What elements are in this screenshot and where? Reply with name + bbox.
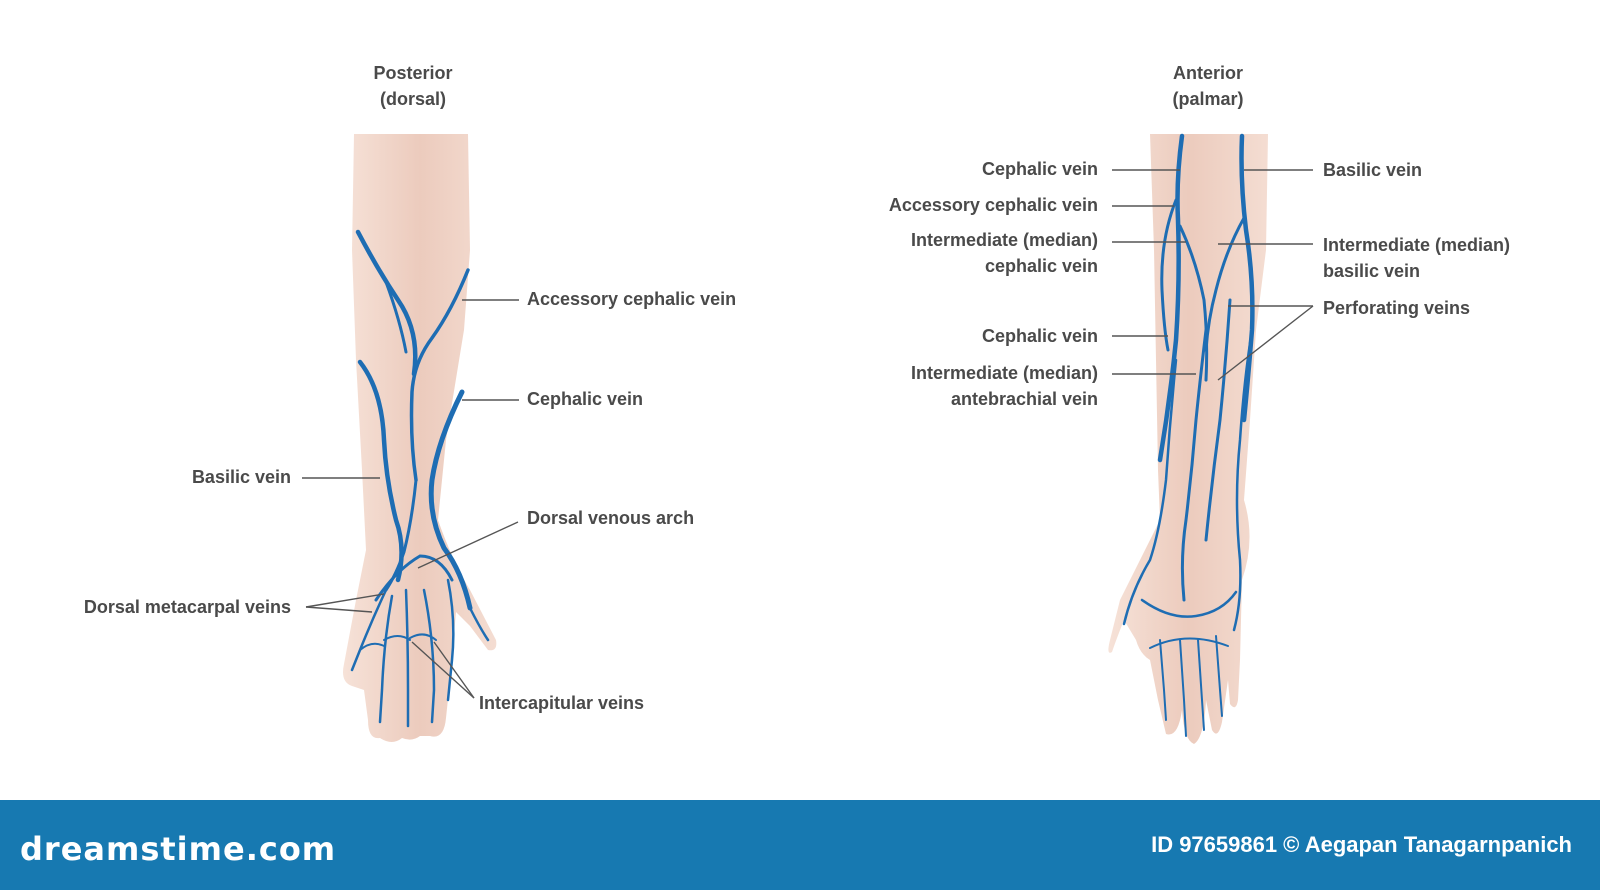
anterior-vein-4 bbox=[1232, 328, 1254, 632]
posterior-intercapitular-3 bbox=[409, 633, 437, 641]
leader-dorsal-venous-arch bbox=[417, 521, 519, 569]
anterior-title-main: Anterior bbox=[1172, 63, 1243, 83]
label-perforating: Perforating veins bbox=[1323, 298, 1471, 318]
posterior-arm bbox=[302, 134, 519, 742]
posterior-metacarpal-4 bbox=[422, 588, 436, 724]
anterior-arm-silhouette bbox=[1108, 134, 1268, 744]
label-anterior-intermediate-antebrachial-line2: antebrachial vein bbox=[950, 389, 1098, 409]
anterior-vein-5 bbox=[1122, 358, 1178, 626]
posterior-basilic-vein-lower bbox=[357, 359, 404, 583]
leader-dorsal-metacarpal-a bbox=[305, 593, 385, 608]
anterior-finger-3 bbox=[1197, 639, 1205, 731]
posterior-cephalic-vein bbox=[428, 389, 473, 611]
leader-dorsal-metacarpal-b bbox=[305, 606, 373, 613]
posterior-branch-1 bbox=[384, 280, 408, 354]
anterior-title: Anterior (palmar) bbox=[1148, 60, 1268, 112]
posterior-thumb-vein bbox=[468, 606, 490, 642]
posterior-metacarpal-2 bbox=[378, 594, 394, 724]
anterior-finger-2 bbox=[1179, 639, 1187, 737]
label-posterior-basilic: Basilic vein bbox=[191, 467, 291, 487]
posterior-title: Posterior (dorsal) bbox=[353, 60, 473, 112]
label-posterior-cephalic: Cephalic vein bbox=[527, 389, 644, 409]
label-anterior-intermediate-cephalic-line1: Intermediate (median) bbox=[910, 230, 1098, 250]
label-dorsal-metacarpal: Dorsal metacarpal veins bbox=[83, 597, 291, 617]
anterior-accessory-cephalic bbox=[1160, 198, 1178, 352]
label-anterior-intermediate-basilic-line2: basilic vein bbox=[1323, 261, 1421, 281]
label-anterior-intermediate-basilic-line1: Intermediate (median) bbox=[1323, 235, 1511, 255]
anterior-title-sub: (palmar) bbox=[1172, 89, 1244, 109]
posterior-arm-silhouette bbox=[343, 134, 497, 742]
label-intercapitular: Intercapitular veins bbox=[479, 693, 645, 713]
posterior-title-main: Posterior bbox=[373, 63, 453, 83]
anterior-vein-3 bbox=[1204, 298, 1232, 542]
posterior-intercapitular-2 bbox=[383, 635, 411, 641]
label-posterior-accessory-cephalic: Accessory cephalic vein bbox=[527, 289, 737, 309]
brand-logo[interactable]: dreamstime.com bbox=[20, 830, 337, 868]
label-anterior-intermediate-basilic: Intermediate (median) basilic vein bbox=[1323, 232, 1510, 284]
label-anterior-intermediate-cephalic-line2: cephalic vein bbox=[984, 256, 1098, 276]
posterior-dorsal-venous-arch bbox=[374, 554, 454, 602]
leader-perforating-b bbox=[1217, 305, 1314, 381]
posterior-title-sub: (dorsal) bbox=[379, 89, 446, 109]
label-anterior-intermediate-antebrachial: Intermediate (median) antebrachial vein bbox=[800, 360, 1098, 412]
anterior-finger-web bbox=[1149, 637, 1229, 649]
posterior-metacarpal-3 bbox=[404, 588, 410, 728]
image-credit: ID 97659861 © Aegapan Tanagarnpanich bbox=[1151, 832, 1572, 857]
label-anterior-intermediate-cephalic: Intermediate (median) cephalic vein bbox=[800, 227, 1098, 279]
leader-intercapitular-b bbox=[433, 641, 475, 699]
label-anterior-cephalic-top: Cephalic vein bbox=[981, 159, 1098, 179]
leader-intercapitular-a bbox=[411, 641, 475, 699]
label-anterior-accessory-cephalic: Accessory cephalic vein bbox=[888, 195, 1098, 215]
anterior-finger-4 bbox=[1215, 635, 1223, 717]
anterior-basilic-vein bbox=[1239, 133, 1255, 423]
label-anterior-cephalic-mid: Cephalic vein bbox=[981, 326, 1098, 346]
label-dorsal-venous-arch: Dorsal venous arch bbox=[527, 508, 695, 528]
anterior-intermediate-basilic bbox=[1204, 216, 1246, 352]
anterior-palm-arch bbox=[1140, 590, 1238, 618]
anterior-intermediate-antebrachial bbox=[1180, 328, 1208, 602]
label-anterior-intermediate-antebrachial-line1: Intermediate (median) bbox=[910, 363, 1098, 383]
footer-bar: dreamstime.com ID 97659861 © Aegapan Tan… bbox=[0, 800, 1600, 890]
anterior-intermediate-cephalic bbox=[1178, 224, 1209, 382]
vein-diagram bbox=[302, 133, 1314, 744]
posterior-metacarpal-5 bbox=[446, 578, 455, 702]
anterior-cephalic-vein bbox=[1157, 133, 1185, 463]
anterior-finger-1 bbox=[1159, 639, 1167, 721]
posterior-intercapitular-1 bbox=[359, 642, 385, 651]
label-anterior-basilic: Basilic vein bbox=[1323, 160, 1423, 180]
anterior-arm bbox=[1108, 133, 1314, 744]
posterior-basilic-vein bbox=[355, 229, 418, 377]
